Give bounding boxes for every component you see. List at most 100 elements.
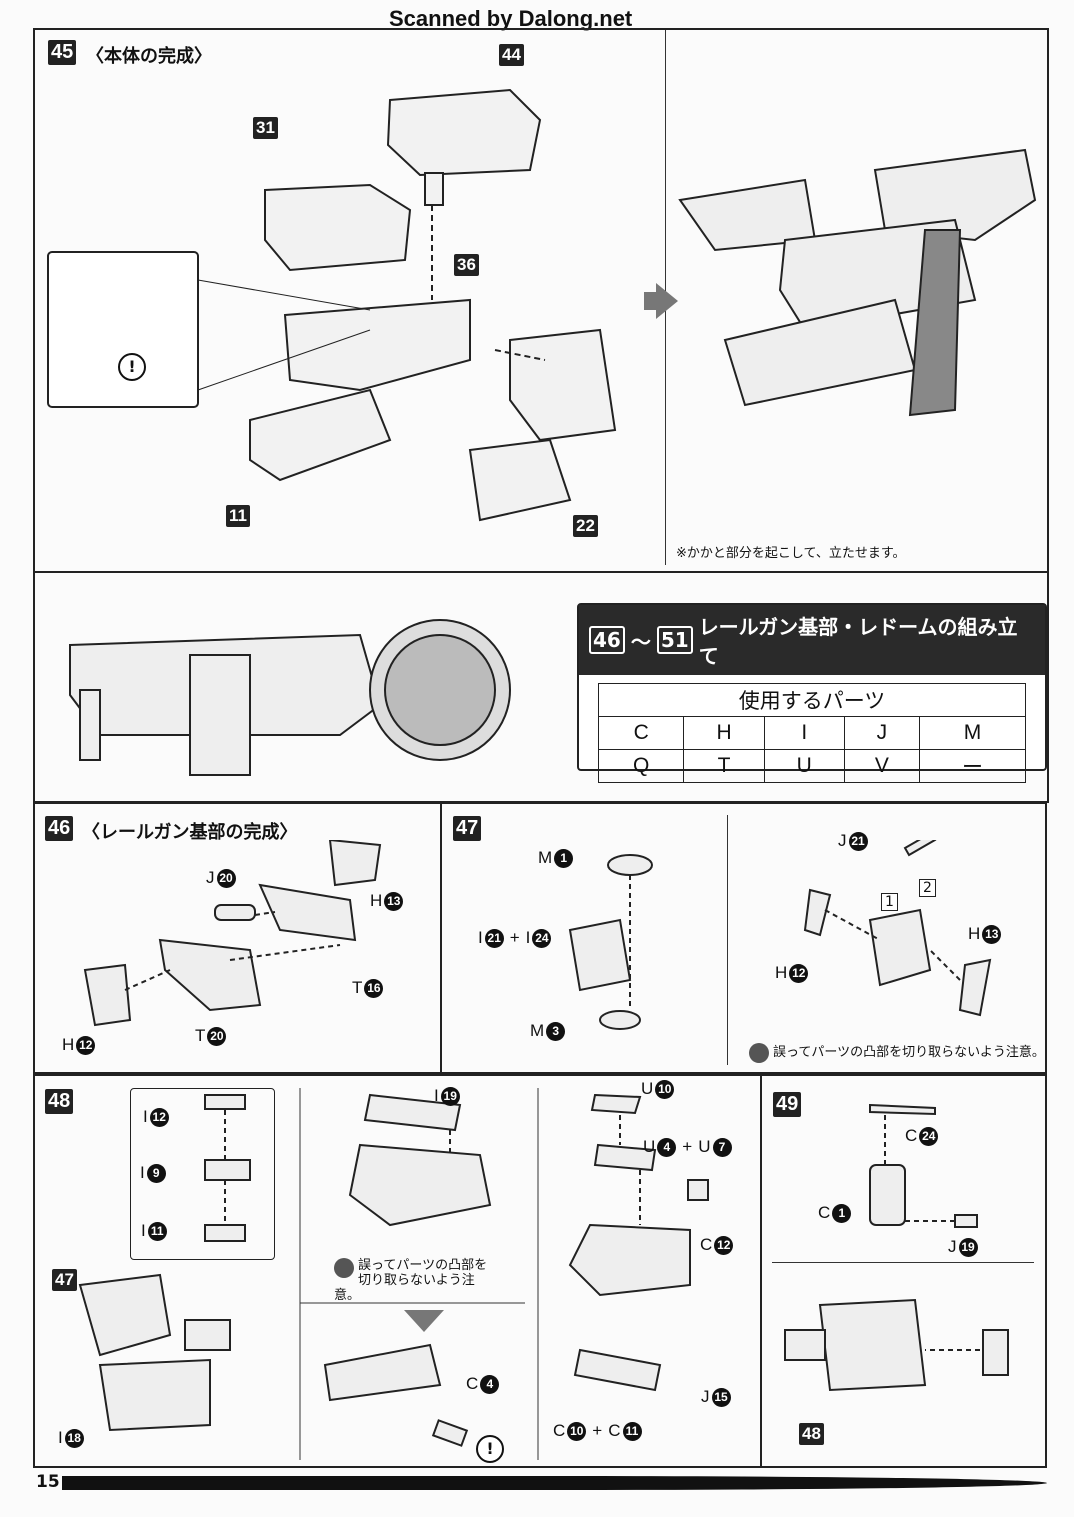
part-letter: U: [698, 1137, 711, 1156]
ref-48: 48: [799, 1423, 824, 1445]
part-number: 12: [76, 1035, 96, 1055]
part-number: 12: [149, 1107, 169, 1127]
part-number: 11: [147, 1221, 167, 1241]
watermark: Scanned by Dalong.net: [385, 6, 637, 32]
ref-11: 11: [226, 505, 250, 527]
part-letter: U: [643, 1137, 656, 1156]
part-number: 18: [64, 1428, 84, 1448]
part-letter: I: [58, 1428, 63, 1447]
arrow-right-icon: [644, 283, 678, 319]
plus-sign: +: [592, 1421, 603, 1440]
ref-44: 44: [499, 44, 524, 66]
part-number: 10: [655, 1079, 675, 1099]
part-letter: I: [525, 928, 531, 947]
step-47-panel: [440, 802, 1047, 1074]
part-cell: C: [597, 716, 685, 750]
part-number: 15: [711, 1387, 731, 1407]
part-letter: M: [530, 1021, 545, 1040]
step-number: 46: [45, 816, 74, 841]
part-letter: T: [352, 978, 363, 997]
range-end: 51: [656, 626, 693, 654]
plus-sign: +: [682, 1137, 693, 1156]
parts-table: 使用するパーツ C H I J M Q T U V ー: [597, 683, 1027, 783]
part-number: 4: [480, 1374, 500, 1394]
step-title: 〈本体の完成〉: [86, 46, 212, 67]
table-row: Q T U V ー: [597, 749, 1027, 783]
part-letter: C: [553, 1421, 566, 1440]
part-number: 7: [712, 1137, 732, 1157]
part-number: 19: [958, 1237, 978, 1257]
assembly-illustration-47: [568, 840, 992, 1030]
part-number: 13: [982, 924, 1002, 944]
part-letter: H: [370, 891, 383, 910]
caution-text: 誤ってパーツの凸部を切り取らないよう注意。: [773, 1045, 1045, 1060]
part-cell: U: [763, 749, 845, 783]
note-45: ※かかと部分を起こして、立たせます。: [676, 546, 906, 561]
order-2: 2: [919, 879, 936, 897]
part-number: 24: [919, 1126, 939, 1146]
part-letter: H: [775, 963, 788, 982]
part-number: 20: [216, 868, 236, 888]
ref-31: 31: [253, 117, 278, 139]
assembly-illustration-45: [47, 88, 617, 522]
part-number: 21: [848, 831, 868, 851]
part-cell: T: [683, 749, 765, 783]
part-number: 11: [622, 1421, 642, 1441]
part-letter: M: [538, 848, 553, 867]
part-number: 3: [546, 1021, 566, 1041]
step-number: 47: [453, 816, 482, 841]
part-letter: I: [434, 1086, 439, 1105]
part-number: 19: [440, 1086, 460, 1106]
part-letter: T: [195, 1026, 206, 1045]
part-number: 20: [207, 1026, 227, 1046]
step-title: 〈レールガン基部の完成〉: [82, 822, 298, 843]
warning-icon: !: [476, 1435, 504, 1463]
part-letter: J: [838, 831, 847, 850]
ref-22: 22: [573, 515, 598, 537]
caution-icon: [749, 1042, 769, 1063]
page-number: 15: [36, 1472, 60, 1492]
part-cell: M: [918, 716, 1027, 750]
table-row: C H I J M: [597, 716, 1027, 750]
assembly-illustration-48: [78, 1088, 709, 1460]
part-cell: J: [843, 716, 920, 750]
railgun-base-preview: [69, 619, 511, 776]
step-number: 49: [773, 1092, 802, 1117]
part-cell: H: [683, 716, 765, 750]
part-number: 4: [657, 1137, 677, 1157]
plus-sign: +: [509, 928, 520, 947]
part-letter: C: [905, 1126, 918, 1145]
part-letter: I: [141, 1221, 146, 1240]
range-start: 46: [589, 626, 625, 654]
part-letter: I: [143, 1107, 148, 1126]
part-number: 16: [364, 978, 384, 998]
part-number: 1: [832, 1203, 852, 1223]
tilde: 〜: [630, 629, 651, 654]
warning-icon: !: [118, 353, 146, 381]
part-letter: U: [641, 1079, 654, 1098]
step-number: 45: [48, 40, 77, 65]
part-number: 9: [146, 1163, 166, 1183]
assembly-illustration-46: [83, 840, 382, 1027]
ref-36: 36: [454, 254, 479, 276]
caution-icon: [334, 1258, 354, 1278]
detail-inset: [130, 1088, 275, 1260]
caution-note-48: 誤ってパーツの凸部を切り取らないよう注意。: [334, 1258, 487, 1303]
part-cell: Q: [597, 749, 685, 783]
